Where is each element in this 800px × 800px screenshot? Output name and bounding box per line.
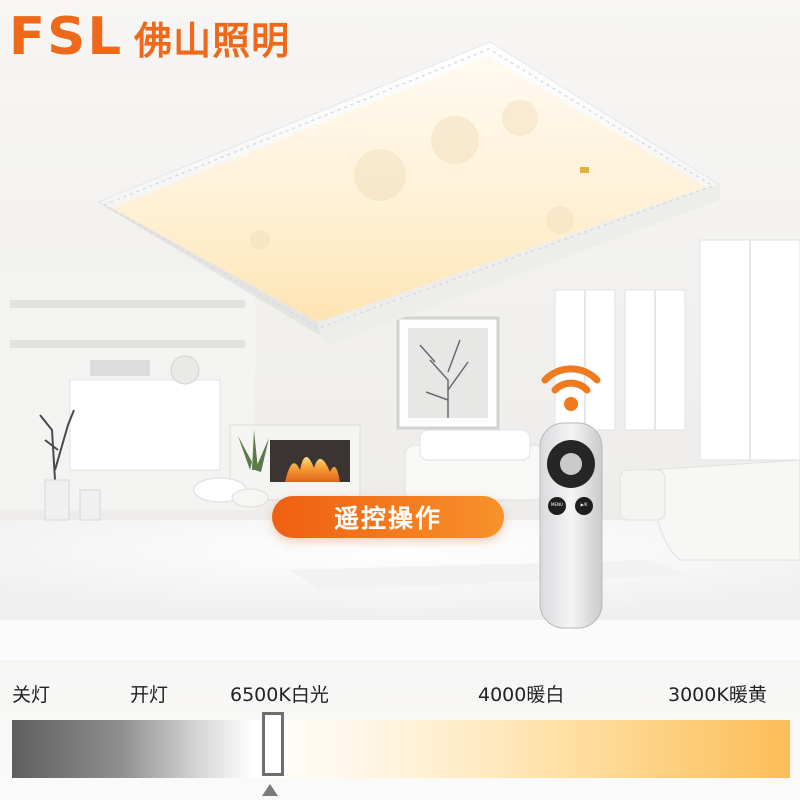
brand-latin-name: FSL (8, 7, 124, 67)
brand-chinese-name: 佛山照明 (134, 18, 291, 63)
feature-badge: 遥控操作 (272, 496, 504, 538)
label-3000k: 3000K暖黄 (668, 684, 767, 706)
color-temperature-gradient (12, 720, 790, 778)
wireless-signal-icon (541, 365, 601, 411)
up-arrow-icon (262, 784, 278, 796)
label-on: 开灯 (130, 684, 169, 706)
brand-logo: FSL 佛山照明 (8, 6, 291, 68)
label-4000: 4000暖白 (478, 684, 565, 706)
remote-menu-button: MENU (551, 502, 563, 507)
label-off: 关灯 (12, 684, 51, 706)
remote-play-button: ▶/II (580, 502, 588, 507)
selection-marker (262, 712, 284, 776)
label-6500k: 6500K白光 (230, 684, 329, 706)
feature-label: 遥控操作 (333, 504, 442, 533)
